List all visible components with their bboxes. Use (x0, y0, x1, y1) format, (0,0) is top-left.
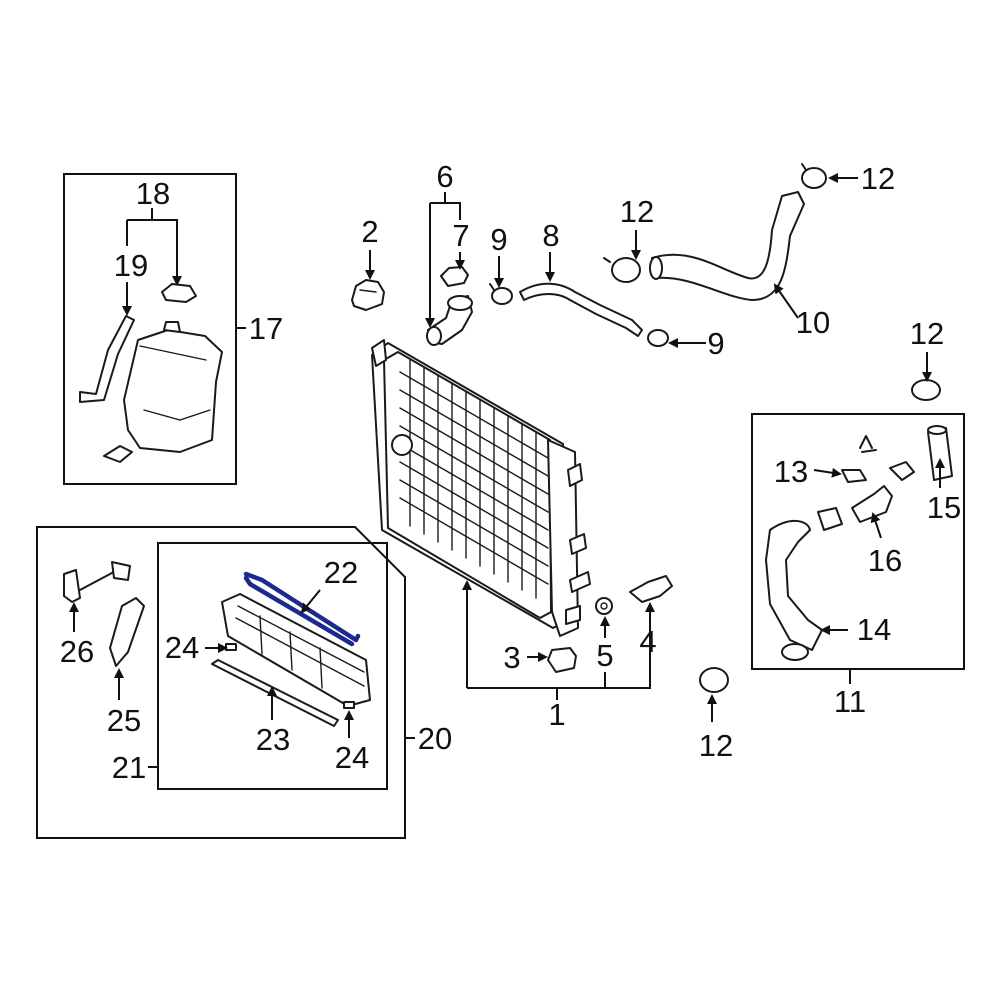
callout-4: 4 (639, 624, 656, 659)
callout-12-top-left: 12 (620, 194, 654, 229)
callout-23: 23 (256, 722, 290, 757)
callout-13: 13 (774, 454, 808, 489)
drain-plug (629, 575, 673, 603)
callout-18: 18 (136, 176, 170, 211)
hose-clamp-12b (801, 163, 827, 189)
callout-26: 26 (60, 634, 94, 669)
callout-24-left: 24 (165, 630, 199, 665)
clip-24b (343, 701, 355, 709)
upper-radiator-hose (649, 191, 805, 301)
outlet-hose-group-box (751, 413, 965, 670)
hose-connector (817, 507, 843, 531)
callout-21: 21 (112, 750, 146, 785)
callout-15: 15 (927, 490, 961, 525)
callout-9-lower: 9 (707, 326, 724, 361)
mount-insulator (547, 647, 577, 673)
callout-17: 17 (249, 311, 283, 346)
radiator-shroud (221, 593, 371, 707)
callout-7: 7 (452, 218, 469, 253)
callout-2: 2 (361, 214, 378, 249)
inlet-fitting (426, 295, 473, 346)
retaining-clip (859, 435, 877, 453)
hose-clamp-9a (489, 283, 513, 305)
callout-12-right: 12 (910, 316, 944, 351)
callout-5: 5 (596, 638, 613, 673)
shroud-bracket (109, 597, 145, 667)
callout-numbers: 1 2 3 4 5 6 7 8 9 9 10 11 12 12 12 12 13… (60, 159, 961, 785)
drain-washer (595, 597, 613, 615)
callout-24-right: 24 (335, 740, 369, 775)
callout-25: 25 (107, 703, 141, 738)
callout-20: 20 (418, 721, 452, 756)
outlet-fitting (851, 461, 915, 523)
callout-1: 1 (548, 697, 565, 732)
bleed-valve (841, 469, 867, 483)
callout-3: 3 (503, 640, 520, 675)
callout-14: 14 (857, 612, 891, 647)
hose-clamp-12d (699, 667, 729, 693)
callout-19: 19 (114, 248, 148, 283)
callout-12-bottom: 12 (699, 728, 733, 763)
radiator-cap (351, 279, 385, 311)
reservoir-cap (161, 283, 197, 303)
leader-lines (69, 173, 945, 768)
hose-sleeve (927, 425, 953, 481)
hose-clamp-12a (603, 257, 641, 283)
callout-12-top-right: 12 (861, 161, 895, 196)
bypass-hose (519, 282, 643, 337)
callout-9-upper: 9 (490, 222, 507, 257)
fitting-cap (440, 266, 469, 287)
callout-11: 11 (834, 684, 866, 719)
shroud-sensor-bracket (63, 561, 131, 603)
shroud-group-box (36, 526, 406, 839)
callout-22: 22 (324, 555, 358, 590)
reservoir-tank (103, 321, 223, 463)
callout-6: 6 (436, 159, 453, 194)
hose-clamp-9b (647, 329, 669, 347)
callout-16: 16 (868, 543, 902, 578)
callout-10: 10 (796, 305, 830, 340)
clip-24a (225, 643, 237, 651)
callout-8: 8 (542, 218, 559, 253)
shroud-inner-box (157, 542, 388, 790)
lower-outlet-hose (765, 520, 823, 661)
hose-clamp-12c (911, 379, 941, 401)
radiator (371, 339, 591, 637)
reservoir-hose (79, 315, 135, 403)
